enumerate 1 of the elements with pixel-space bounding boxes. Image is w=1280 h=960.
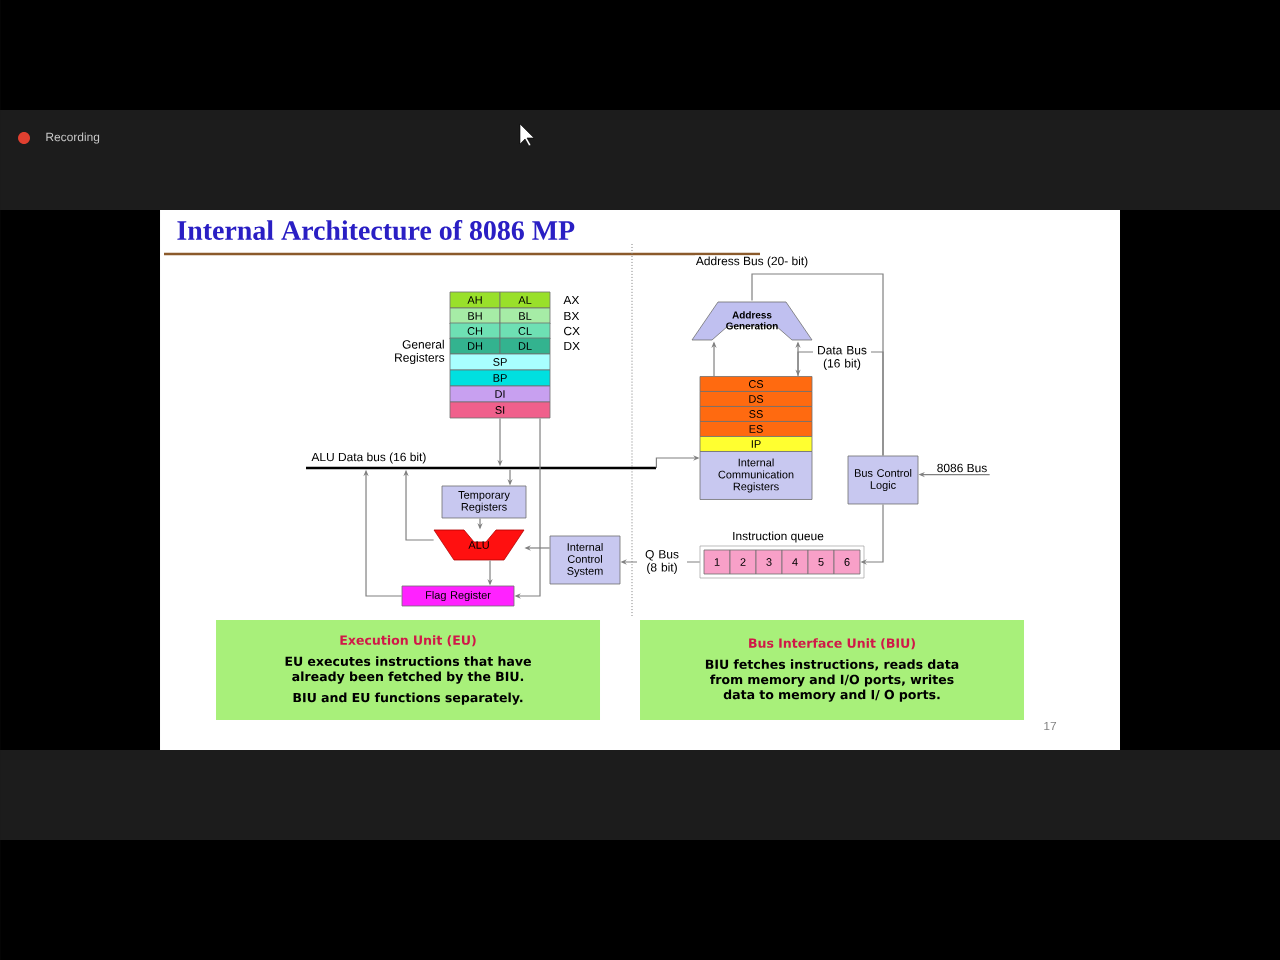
slide-title: Internal Architecture of 8086 MP: [177, 220, 575, 240]
